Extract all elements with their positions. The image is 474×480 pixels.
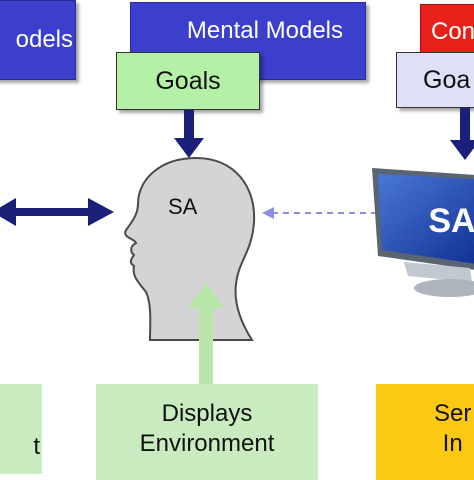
bottom-left-label: t (33, 433, 40, 460)
goals-box-right: Goa (396, 52, 474, 108)
mental-models-center-label: Mental Models (186, 17, 343, 44)
monitor-sa-label: SA (428, 202, 474, 240)
goals-to-monitor-arrow (450, 108, 474, 160)
goals-right-label: Goa (423, 65, 471, 94)
displays-to-sa-arrow (188, 282, 224, 384)
goals-box-center: Goals (116, 52, 260, 110)
bottom-right-box: Ser In (376, 384, 474, 480)
sa-monitor-dashed-arrow (262, 207, 388, 219)
red-box-right-label: Con (431, 18, 474, 45)
goals-center-label: Goals (155, 66, 221, 95)
red-box-right: Con (420, 4, 474, 60)
head-silhouette-icon (124, 156, 256, 341)
bottom-left-box: t (0, 384, 42, 474)
computer-monitor-icon: SA (372, 168, 474, 297)
head-sa-label: SA (168, 194, 198, 219)
goals-to-sa-arrow (174, 110, 204, 158)
left-bidirectional-arrow (0, 198, 114, 226)
mental-models-box-left: odels (0, 0, 76, 80)
displays-environment-label: Displays Environment (139, 400, 275, 457)
displays-environment-box: Displays Environment (96, 384, 318, 480)
mental-models-left-label: odels (15, 26, 73, 53)
bottom-right-label: Ser In (434, 400, 472, 457)
